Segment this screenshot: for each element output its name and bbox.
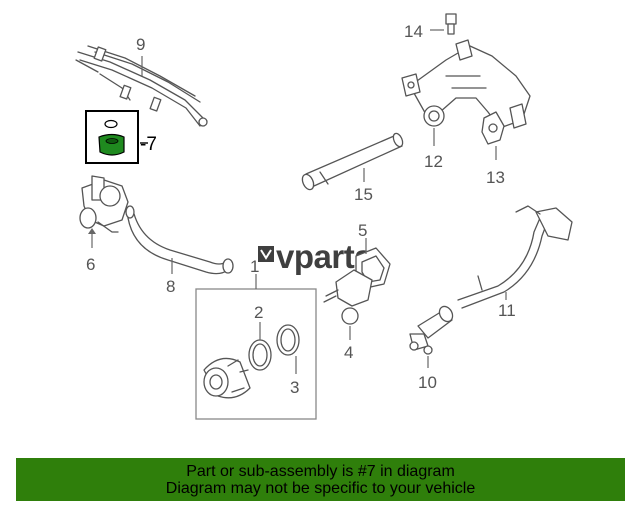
watermark: vparts: [258, 238, 373, 275]
callout-11: 11: [498, 301, 516, 320]
callout-4: 4: [344, 343, 353, 362]
callout-12: 12: [424, 152, 443, 171]
part-10-connector[interactable]: [409, 304, 455, 355]
callout-9: 9: [136, 35, 145, 54]
callout-3: 3: [290, 378, 299, 397]
callout-15: 15: [354, 185, 373, 204]
part-7-highlight: [98, 133, 125, 156]
part-1-water-pump-group[interactable]: [195, 288, 317, 420]
part-6-housing[interactable]: [79, 175, 129, 233]
part-8-hose[interactable]: [125, 205, 234, 275]
parts-diagram: 9 -7 6 8 1 2 3: [75, 13, 573, 420]
part-4-thermostat-housing[interactable]: [323, 269, 373, 325]
callout-6: 6: [86, 255, 95, 274]
part-11-tube[interactable]: [457, 205, 573, 309]
callout-8: 8: [166, 277, 175, 296]
banner-line-1: Part or sub-assembly is #7 in diagram: [186, 462, 455, 480]
callout-14: 14: [404, 22, 423, 41]
part-7-box[interactable]: [85, 110, 139, 164]
part-15-pipe[interactable]: [300, 132, 404, 191]
callout-13: 13: [486, 168, 505, 187]
part-13-gasket[interactable]: [481, 111, 505, 145]
info-banner: Part or sub-assembly is #7 in diagram Di…: [16, 458, 625, 501]
banner-line-2: Diagram may not be specific to your vehi…: [165, 479, 476, 497]
callout-2: 2: [254, 303, 263, 322]
part-14-sensor[interactable]: [445, 13, 457, 35]
callout-7: -7: [140, 134, 157, 155]
callout-5: 5: [358, 221, 367, 240]
part-9-pipe-bracket[interactable]: [75, 45, 208, 127]
o-ring-icon: [104, 119, 118, 129]
part-12-housing[interactable]: [401, 39, 531, 129]
callout-1: 1: [250, 257, 259, 276]
callout-10: 10: [418, 373, 437, 392]
